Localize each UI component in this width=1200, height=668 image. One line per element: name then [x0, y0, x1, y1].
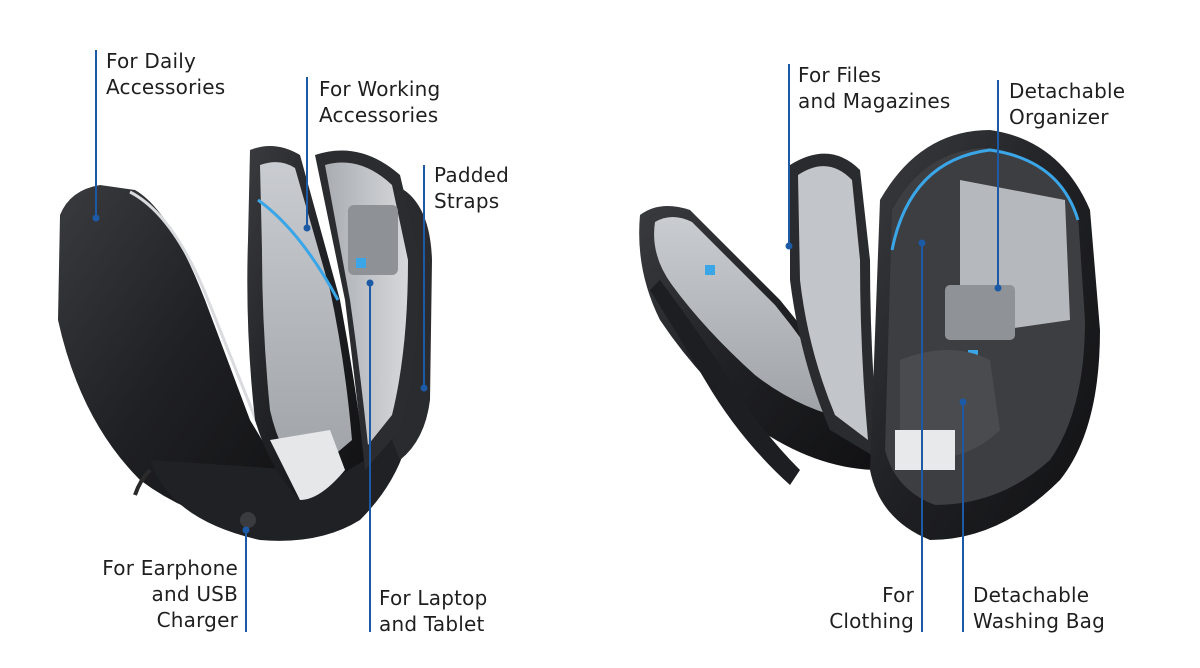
right-files-lining — [798, 166, 868, 440]
leader-working-dot — [303, 224, 311, 232]
leader-daily-dot — [92, 214, 100, 222]
label-detachable-washing-bag: Detachable Washing Bag — [973, 583, 1106, 633]
right-blue-zip — [890, 148, 1080, 251]
right-flap-lining — [654, 217, 852, 420]
left-rear-body — [150, 380, 410, 541]
leader-straps-dot — [420, 384, 428, 392]
label-padded-straps: Padded Straps — [434, 163, 510, 213]
label-clothing: For Clothing — [829, 583, 914, 633]
label-files-magazines: For Files and Magazines — [798, 63, 951, 113]
label-laptop-tablet: For Laptop and Tablet — [379, 586, 488, 636]
right-bottom-pocket — [895, 430, 955, 470]
leader-lines — [92, 50, 1002, 632]
left-blue-tag — [356, 258, 366, 268]
right-backpack-image — [639, 130, 1100, 540]
right-flap-blue-tag — [705, 265, 715, 275]
left-padded-strap — [385, 185, 432, 460]
left-usb-cable — [133, 468, 152, 496]
left-laptop-sleeve — [348, 205, 398, 275]
right-strap — [650, 280, 800, 485]
leader-clothing-dot — [918, 239, 926, 247]
left-backpack-image — [58, 146, 432, 541]
leader-washing-dot — [959, 398, 967, 406]
right-organizer-pouch — [945, 285, 1015, 340]
label-daily-accessories: For Daily Accessories — [106, 49, 226, 99]
left-bottom-pocket — [270, 430, 345, 500]
leader-earphone-dot — [242, 526, 250, 534]
left-front-flap — [58, 185, 300, 530]
label-detachable-organizer: Detachable Organizer — [1009, 79, 1126, 129]
left-earphone-port — [240, 512, 256, 528]
label-working-accessories: For Working Accessories — [319, 77, 441, 127]
leader-laptop-dot — [366, 279, 374, 287]
leader-files-dot — [785, 242, 793, 250]
left-blue-zip — [257, 198, 340, 301]
label-earphone-usb-charger: For Earphone and USB Charger — [102, 556, 238, 632]
leader-organizer-dot — [994, 284, 1002, 292]
left-inner-lining — [260, 162, 352, 480]
